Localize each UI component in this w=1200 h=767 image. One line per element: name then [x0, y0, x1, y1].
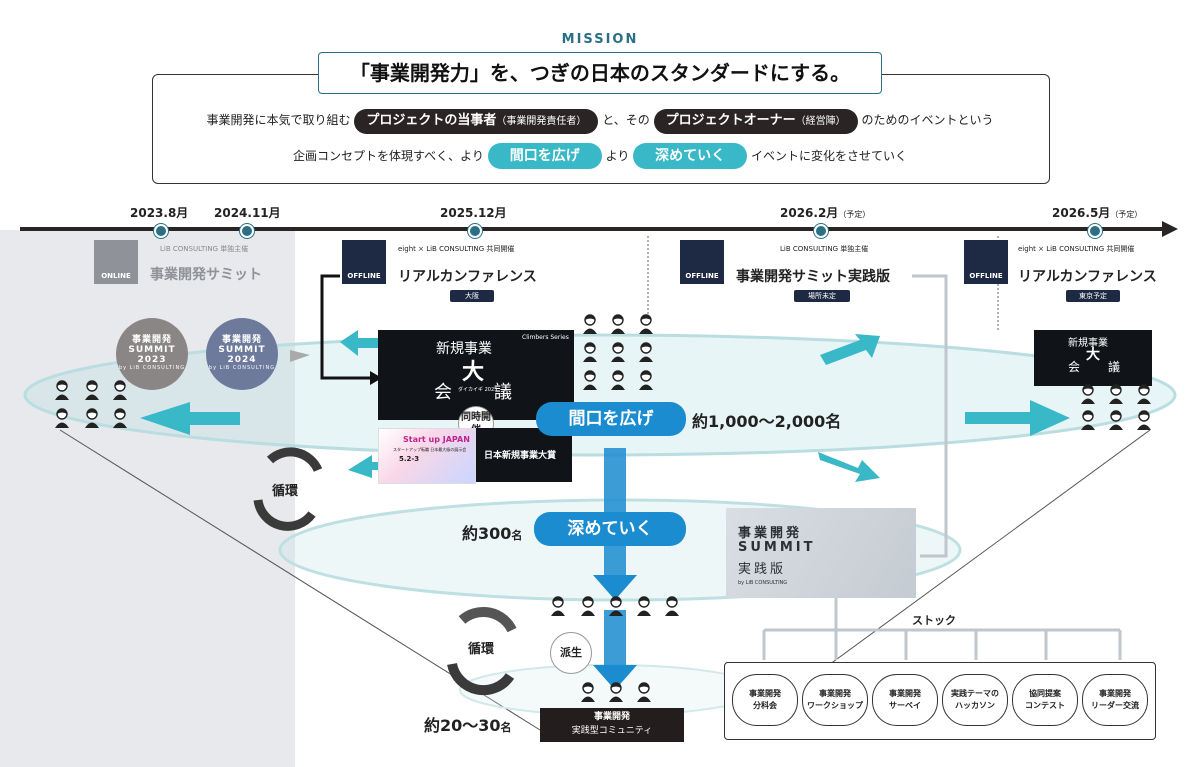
real1-tag: 大阪	[450, 290, 494, 302]
real2-org: eight × LiB CONSULTING 共同開催	[1018, 245, 1135, 253]
timeline-dot	[814, 224, 828, 238]
line2-post: イベントに変化をさせていく	[750, 149, 907, 163]
award-banner: 日本新規事業大賞	[476, 428, 572, 482]
startup-japan-banner: Start up JAPAN スタートアップ転職 日本最大級の展示会 5.2-3	[378, 428, 476, 484]
online-monitor-icon: ONLINE	[94, 240, 138, 284]
mission-line-2: 企画コンセプトを体現すべく、より 間口を広げ より 深めていく イベントに変化を…	[152, 142, 1048, 170]
stock-label: ストック	[912, 614, 956, 627]
banner-big: 大	[462, 360, 485, 385]
offline-audience-icon: OFFLINE	[342, 240, 386, 284]
daikaigi-banner-2: 新規事業 大 会 議	[1034, 330, 1152, 386]
banner-right: 議	[494, 382, 512, 403]
cycle-label-1: 循環	[272, 484, 299, 499]
timeline-dot	[154, 224, 168, 238]
stock-item: 事業開発分科会	[732, 674, 798, 726]
line1-post: のためのイベントという	[861, 113, 994, 127]
pill-widen: 間口を広げ	[487, 143, 602, 169]
summit-2023-circle: 事業開発 SUMMIT 2023 by LiB CONSULTING	[116, 318, 188, 390]
stock-item: 事業開発サーベイ	[872, 674, 938, 726]
stock-item: 実践テーマのハッカソン	[942, 674, 1008, 726]
real1-title: リアルカンファレンス	[398, 269, 537, 285]
banner-top: 新規事業	[436, 341, 492, 357]
widen-count: 約1,000〜2,000名	[692, 412, 842, 431]
widen-pill: 間口を広げ	[536, 402, 686, 436]
real1-org: eight × LiB CONSULTING 共同開催	[398, 245, 515, 253]
stock-item: 事業開発リーダー交流	[1082, 674, 1148, 726]
small-count: 約20〜30名	[424, 716, 512, 735]
pill-project-owner: プロジェクトオーナー（経営陣）	[653, 109, 858, 134]
mission-label: MISSION	[561, 32, 639, 47]
summit-jissen-box: 事業開発 SUMMIT 実践版 by LiB CONSULTING	[726, 508, 916, 598]
line2-mid: より	[605, 149, 630, 163]
pill-deepen: 深めていく	[633, 143, 748, 169]
offline-audience-icon: OFFLINE	[964, 240, 1008, 284]
derive-label: 派生	[550, 632, 592, 674]
jissen-title: 事業開発サミット実践版	[736, 269, 890, 285]
timeline-dot	[240, 224, 254, 238]
line2-pre: 企画コンセプトを体現すべく、より	[292, 149, 484, 163]
cycle-label-2: 循環	[468, 642, 495, 657]
summit-2024-circle: 事業開発 SUMMIT 2024 by LiB CONSULTING	[206, 318, 278, 390]
date-2025-12: 2025.12月	[440, 206, 507, 220]
deepen-pill: 深めていく	[534, 512, 686, 546]
real2-tag: 東京予定	[1066, 290, 1120, 302]
date-2026-2: 2026.2月（予定）	[780, 206, 871, 220]
mission-title: 「事業開発力」を、つぎの日本のスタンダードにする。	[318, 52, 882, 94]
mission-line-1: 事業開発に本気で取り組む プロジェクトの当事者（事業開発責任者） と、その プロ…	[152, 106, 1048, 134]
online-org: LiB CONSULTING 単独主催	[160, 245, 249, 253]
date-2023-8: 2023.8月	[130, 206, 189, 220]
date-2026-5: 2026.5月（予定）	[1052, 206, 1143, 220]
online-title: 事業開発サミット	[150, 267, 262, 283]
line1-pre: 事業開発に本気で取り組む	[206, 113, 351, 127]
deepen-count: 約300名	[462, 524, 523, 543]
community-box: 事業開発 実践型コミュニティ	[540, 708, 684, 742]
banner-brand: Climbers Series	[522, 334, 569, 341]
jissen-tag: 場所未定	[794, 290, 850, 302]
stock-item: 事業開発ワークショップ	[802, 674, 868, 726]
banner-sub: ダイカイギ 2025	[458, 387, 498, 393]
timeline-dot	[468, 224, 482, 238]
real2-title: リアルカンファレンス	[1018, 269, 1157, 285]
banner-left: 会	[434, 382, 452, 403]
pill-project-member: プロジェクトの当事者（事業開発責任者）	[354, 109, 599, 134]
jissen-org: LiB CONSULTING 単独主催	[780, 245, 869, 253]
offline-audience-icon: OFFLINE	[680, 240, 724, 284]
stock-item: 協同提案コンテスト	[1012, 674, 1078, 726]
line1-mid: と、その	[602, 113, 650, 127]
timeline-dot	[1088, 224, 1102, 238]
date-2024-11: 2024.11月	[214, 206, 281, 220]
